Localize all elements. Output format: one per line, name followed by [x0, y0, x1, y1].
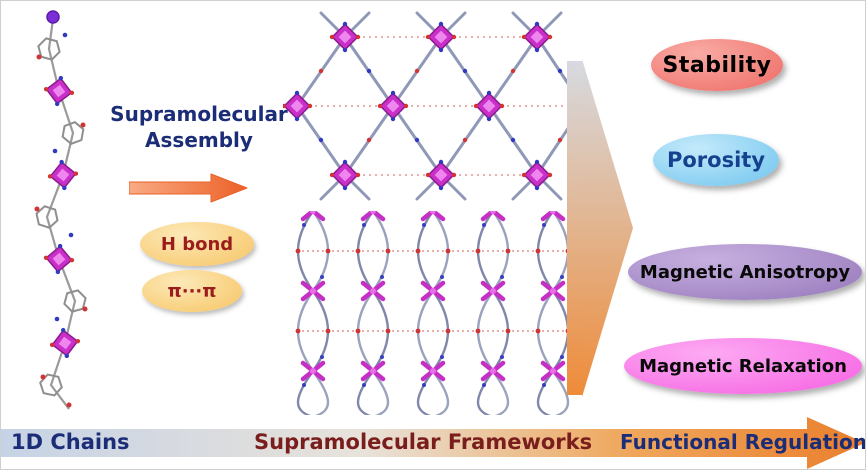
assembly-label-line2: Assembly [145, 128, 253, 152]
axis-label-supramolecular-frameworks: Supramolecular Frameworks [254, 430, 593, 454]
stability-label: Stability [662, 52, 772, 78]
one-d-chain-structure [32, 10, 90, 410]
magnetic-anisotropy-ellipse: Magnetic Anisotropy [628, 244, 862, 300]
assembly-arrow-icon [129, 173, 248, 203]
h-bond-label: H bond [160, 233, 234, 255]
magnetic-relaxation-label: Magnetic Relaxation [639, 355, 847, 377]
pi-pi-label: π···π [167, 280, 217, 302]
porosity-ellipse: Porosity [653, 134, 779, 186]
axis-label-1d-chains: 1D Chains [11, 430, 130, 454]
axis-arrow-icon [1, 417, 865, 469]
assembly-label: Supramolecular Assembly [104, 101, 294, 153]
pi-pi-ellipse: π···π [142, 270, 242, 312]
stability-ellipse: Stability [651, 39, 783, 91]
transition-arrow-icon [567, 59, 633, 397]
stacked-framework-structure [279, 211, 581, 415]
h-bond-ellipse: H bond [140, 222, 254, 266]
axis-label-functional-regulation: Functional Regulation [620, 430, 866, 454]
magnetic-anisotropy-label: Magnetic Anisotropy [639, 261, 851, 283]
diamond-network-structure [283, 11, 569, 201]
magnetic-relaxation-ellipse: Magnetic Relaxation [624, 338, 862, 394]
porosity-label: Porosity [666, 148, 766, 172]
assembly-label-line1: Supramolecular [110, 102, 288, 126]
